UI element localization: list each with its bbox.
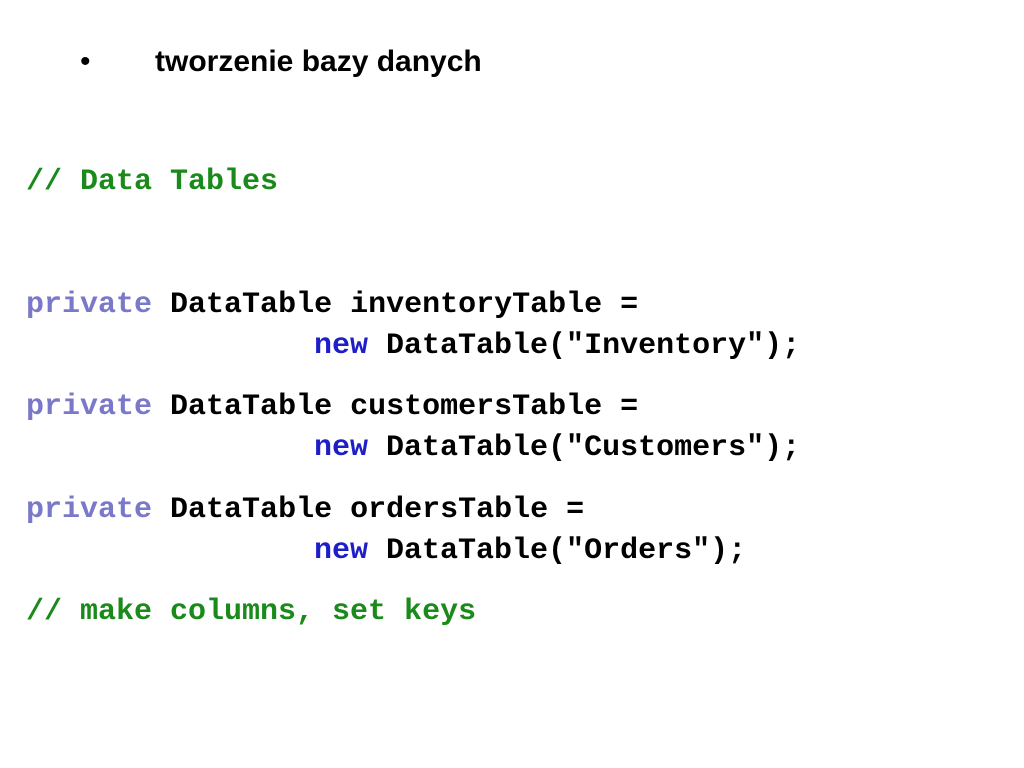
code-declaration-text: DataTable ordersTable = <box>170 493 585 527</box>
code-declaration-text: DataTable inventoryTable = <box>170 288 639 322</box>
code-declaration-text: DataTable customersTable = <box>170 390 639 424</box>
keyword-new: new <box>314 329 369 363</box>
bullet-item: • tworzenie bazy danych <box>0 42 1024 82</box>
keyword-private: private <box>26 390 153 424</box>
code-line-inventory-constructor: new DataTable("Inventory"); <box>26 326 800 366</box>
code-comment-make-columns: // make columns, set keys <box>26 595 477 629</box>
keyword-new: new <box>314 431 369 465</box>
code-constructor-text: DataTable("Inventory"); <box>386 329 801 363</box>
code-comment-data-tables: // Data Tables <box>26 165 279 199</box>
code-line-customers-constructor: new DataTable("Customers"); <box>26 428 800 468</box>
keyword-new: new <box>314 534 369 568</box>
code-constructor-text: DataTable("Customers"); <box>386 431 801 465</box>
slide-heading: tworzenie bazy danych <box>155 45 482 78</box>
code-line-customers-declaration: private DataTable customersTable = <box>26 387 638 427</box>
keyword-private: private <box>26 288 153 322</box>
code-line-orders-constructor: new DataTable("Orders"); <box>26 531 746 571</box>
bullet-icon: • <box>80 45 91 78</box>
code-line-inventory-declaration: private DataTable inventoryTable = <box>26 285 638 325</box>
keyword-private: private <box>26 493 153 527</box>
code-line-orders-declaration: private DataTable ordersTable = <box>26 490 584 530</box>
code-constructor-text: DataTable("Orders"); <box>386 534 747 568</box>
